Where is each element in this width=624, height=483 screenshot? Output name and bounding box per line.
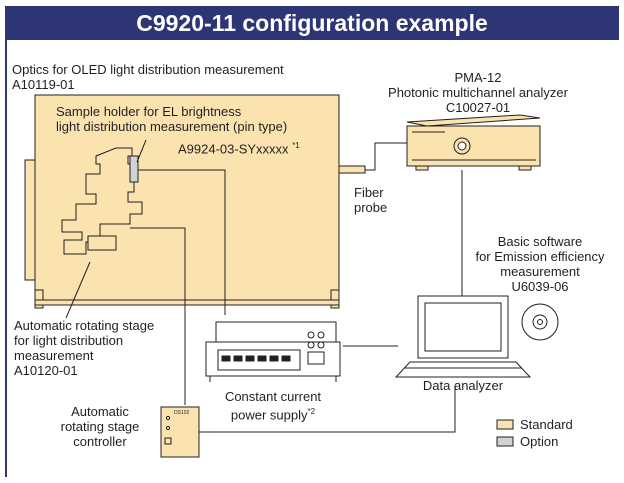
- legend-label-option: Option: [520, 434, 559, 449]
- optics-foot-left: [34, 289, 44, 309]
- stage-label-line4: A10120-01: [14, 363, 78, 378]
- pma-label-line1: PMA-12: [454, 70, 502, 85]
- software-label-line1: Basic software: [497, 234, 583, 249]
- controller-label-line3: controller: [73, 434, 127, 449]
- legend-swatch-option: [496, 436, 514, 447]
- holder-label-line3: A9924-03-SYxxxxx *1: [178, 138, 300, 156]
- diagram-title: C9920-11 configuration example: [5, 6, 619, 40]
- pma-body: [406, 125, 541, 167]
- psu-name: power supply: [230, 407, 308, 423]
- data-analyzer-label: Data analyzer: [422, 378, 504, 393]
- laptop-base: [394, 361, 532, 378]
- legend-label-standard: Standard: [520, 417, 573, 432]
- software-label-line2: for Emission efficiency: [475, 249, 605, 264]
- holder-model: A9924-03-SYxxxxx: [178, 141, 289, 157]
- controller-label-line2: rotating stage: [60, 419, 140, 434]
- psu-footnote: *2: [307, 407, 316, 416]
- software-label-line4: U6039-06: [511, 279, 569, 294]
- pma-label-line2: Photonic multichannel analyzer: [388, 85, 568, 100]
- controller-label-line1: Automatic: [71, 404, 129, 419]
- controller-box: [160, 406, 200, 458]
- psu-label-line2: power supply*2: [206, 404, 340, 422]
- optics-foot-right: [330, 289, 340, 309]
- stage-block: [87, 235, 117, 251]
- legend-swatch-standard: [496, 419, 514, 430]
- holder-footnote: *1: [292, 141, 300, 150]
- optics-base-rail: [34, 299, 340, 306]
- stage-label-line2: for light distribution: [14, 333, 124, 348]
- pma-top: [406, 114, 541, 127]
- optics-side-plate: [24, 159, 36, 281]
- controller-badge: DS102: [174, 410, 190, 416]
- holder-label-line2: light distribution measurement (pin type…: [56, 119, 288, 134]
- software-label-line3: measurement: [500, 264, 580, 279]
- holder-label-line1: Sample holder for EL brightness: [56, 104, 242, 119]
- fiber-label-line1: Fiber: [354, 185, 384, 200]
- stage-label-line1: Automatic rotating stage: [14, 318, 155, 333]
- stage-label-line3: measurement: [14, 348, 94, 363]
- holder-option: [129, 155, 139, 183]
- psu-label-line1: Constant current: [224, 389, 322, 404]
- fiber-connector: [338, 165, 366, 174]
- optics-label-line1: Optics for OLED light distribution measu…: [12, 62, 284, 77]
- pma-port-inner: [457, 141, 467, 151]
- pma-label-line3: C10027-01: [445, 100, 511, 115]
- fiber-label-line2: probe: [354, 200, 388, 215]
- optics-label-line2: A10119-01: [12, 77, 75, 92]
